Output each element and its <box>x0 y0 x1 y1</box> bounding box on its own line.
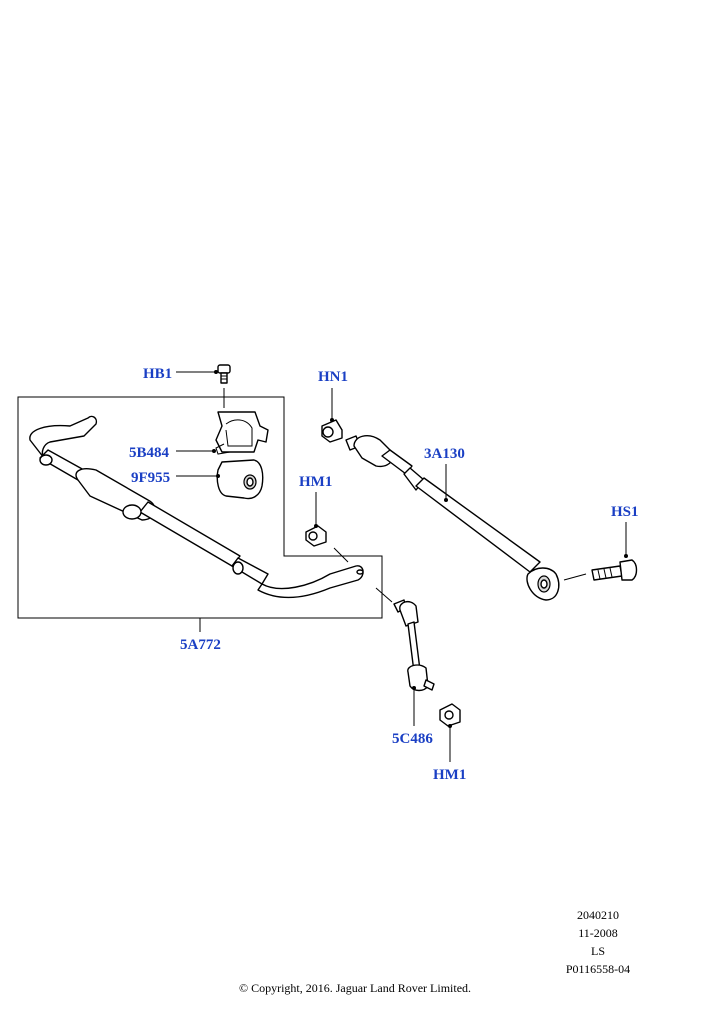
callout-hm1-top[interactable]: HM1 <box>299 474 332 490</box>
assembly-frame <box>17 396 383 619</box>
copyright-notice: © Copyright, 2016. Jaguar Land Rover Lim… <box>238 981 472 995</box>
callout-3a130[interactable]: 3A130 <box>424 446 465 462</box>
nut-hm1-top[interactable] <box>305 525 327 547</box>
stabilizer-bar[interactable] <box>29 415 364 599</box>
callout-hs1[interactable]: HS1 <box>611 504 639 520</box>
bushing-9f955[interactable] <box>216 459 264 500</box>
nut-hm1-bottom[interactable] <box>439 703 461 727</box>
link-arm-3a130[interactable] <box>345 435 560 601</box>
leader-bar-droplink <box>375 587 393 603</box>
drawing-number: 2040210 <box>577 908 619 922</box>
bolt-hb1[interactable] <box>217 364 231 384</box>
callout-5c486[interactable]: 5C486 <box>392 731 433 747</box>
drawing-info-block: 2040210 11-2008 LS P0116558-04 <box>548 906 648 978</box>
nut-hn1[interactable] <box>321 419 343 443</box>
drop-link-5c486[interactable] <box>393 599 435 692</box>
drawing-code: LS <box>590 944 605 958</box>
bracket-5b484[interactable] <box>215 411 269 455</box>
leader-link-bar <box>333 547 349 563</box>
callout-9f955[interactable]: 9F955 <box>131 470 170 486</box>
callout-hm1-bottom[interactable]: HM1 <box>433 767 466 783</box>
callout-5b484[interactable]: 5B484 <box>129 445 170 461</box>
callout-5a772[interactable]: 5A772 <box>180 637 221 653</box>
callout-hn1[interactable]: HN1 <box>318 369 348 385</box>
bolt-hs1[interactable] <box>591 559 638 581</box>
drawing-date: 11-2008 <box>578 926 618 940</box>
drawing-reference: P0116558-04 <box>565 962 631 976</box>
leader-hs1-arm <box>563 573 587 581</box>
callout-hb1[interactable]: HB1 <box>143 366 172 382</box>
